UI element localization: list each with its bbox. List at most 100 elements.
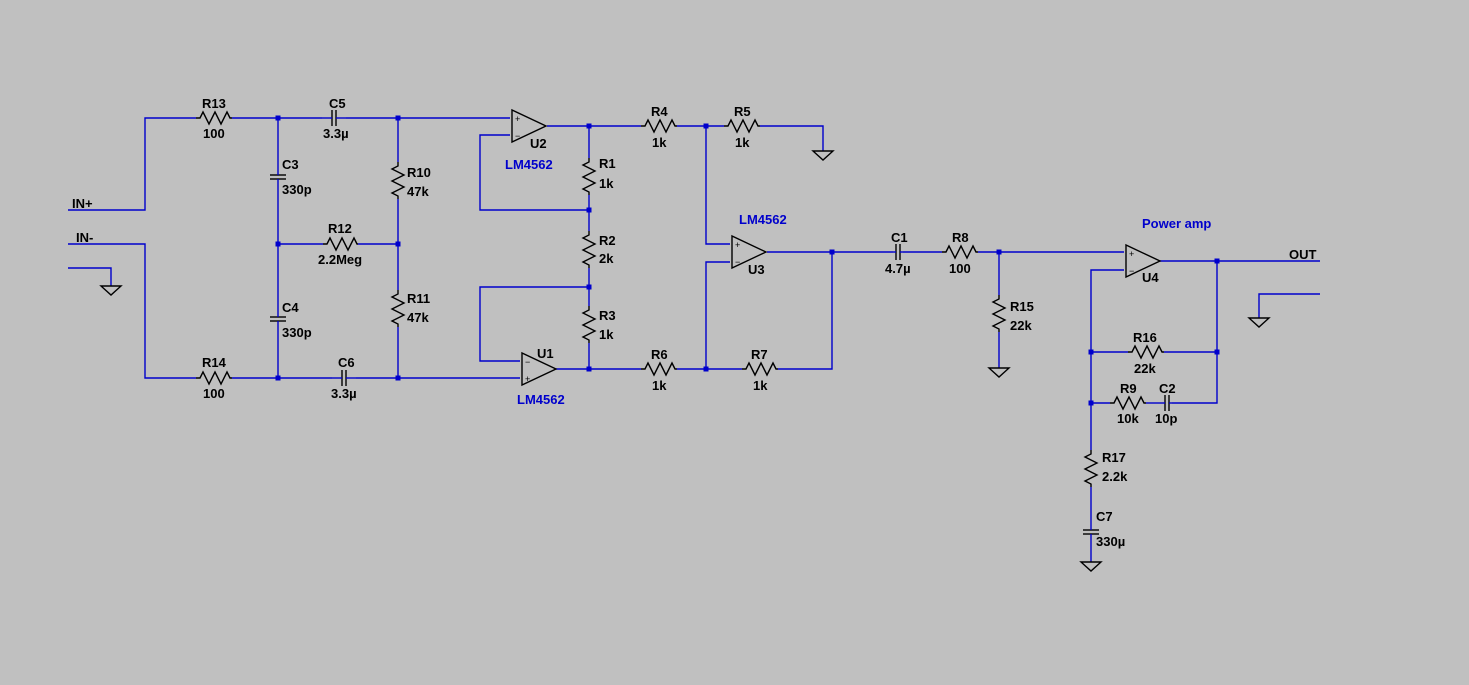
resistor-R11-icon xyxy=(390,290,406,327)
resistor-value: 2.2Meg xyxy=(318,252,362,267)
capacitor-ref: C5 xyxy=(329,96,346,111)
resistor-R1-icon xyxy=(581,158,597,195)
opamp-model: LM4562 xyxy=(739,212,787,227)
resistor-value: 1k xyxy=(652,135,667,150)
resistor-R6-icon xyxy=(641,361,677,377)
resistor-value: 100 xyxy=(203,386,225,401)
resistor-R9-icon xyxy=(1110,395,1146,411)
resistor-value: 1k xyxy=(753,378,768,393)
opamp-U2-icon: +− xyxy=(511,108,548,144)
svg-text:+: + xyxy=(735,240,740,250)
ground-icon xyxy=(99,285,123,296)
opamp-model: Power amp xyxy=(1142,216,1211,231)
resistor-R7-icon xyxy=(742,361,778,377)
resistor-value: 1k xyxy=(735,135,750,150)
resistor-R16-icon xyxy=(1128,344,1164,360)
svg-text:−: − xyxy=(735,257,740,267)
capacitor-value: 3.3µ xyxy=(323,126,349,141)
opamp-model: LM4562 xyxy=(505,157,553,172)
opamp-model: LM4562 xyxy=(517,392,565,407)
resistor-R14-icon xyxy=(196,370,232,386)
resistor-value: 2.2k xyxy=(1102,469,1128,484)
port-labels: IN+ IN- OUT xyxy=(72,196,1317,262)
svg-text:+: + xyxy=(515,114,520,124)
capacitor-C7-icon xyxy=(1083,527,1099,537)
capacitor-value: 330p xyxy=(282,325,312,340)
svg-text:−: − xyxy=(1129,266,1134,276)
opamp-symbols: +− −+ +− +− xyxy=(511,108,1162,387)
resistor-value: 100 xyxy=(203,126,225,141)
junction-dots xyxy=(275,115,1220,406)
resistor-R13-icon xyxy=(196,110,232,126)
port-out: OUT xyxy=(1289,247,1317,262)
opamp-U1-icon: −+ xyxy=(521,351,558,387)
resistor-ref: R2 xyxy=(599,233,616,248)
resistor-R3-icon xyxy=(581,306,597,343)
capacitor-C6-icon xyxy=(332,370,356,386)
resistor-ref: R12 xyxy=(328,221,352,236)
resistor-ref: R7 xyxy=(751,347,768,362)
capacitor-ref: C3 xyxy=(282,157,299,172)
capacitor-C2-icon xyxy=(1162,395,1172,411)
capacitor-value: 10p xyxy=(1155,411,1177,426)
resistor-ref: R11 xyxy=(407,291,430,306)
resistor-R15-icon xyxy=(991,295,1007,332)
capacitor-C1-icon xyxy=(893,244,903,260)
resistor-value: 47k xyxy=(407,184,429,199)
opamp-labels: U2 LM4562 U1 LM4562 U3 LM4562 U4 Power a… xyxy=(505,136,1211,407)
port-in-plus: IN+ xyxy=(72,196,93,211)
capacitor-value: 330µ xyxy=(1096,534,1125,549)
capacitor-ref: C2 xyxy=(1159,381,1176,396)
svg-text:+: + xyxy=(1129,249,1134,259)
svg-text:+: + xyxy=(525,374,530,384)
resistor-value: 1k xyxy=(599,176,614,191)
capacitor-value: 330p xyxy=(282,182,312,197)
resistor-ref: R8 xyxy=(952,230,969,245)
capacitor-C4-icon xyxy=(270,314,286,324)
resistor-value: 100 xyxy=(949,261,971,276)
svg-text:−: − xyxy=(515,131,520,141)
ground-icon xyxy=(1079,561,1103,572)
resistor-R12-icon xyxy=(323,236,358,252)
resistor-ref: R4 xyxy=(651,104,668,119)
resistor-value: 2k xyxy=(599,251,614,266)
opamp-ref: U1 xyxy=(537,346,554,361)
resistor-R17-icon xyxy=(1083,450,1099,487)
resistor-R5-icon xyxy=(724,118,760,134)
capacitor-C3-icon xyxy=(270,172,286,182)
capacitor-labels: C5 3.3µ C6 3.3µ C3 330p C4 330p C1 4.7µ … xyxy=(282,96,1177,549)
resistor-ref: R15 xyxy=(1010,299,1034,314)
capacitor-value: 4.7µ xyxy=(885,261,911,276)
resistor-value: 1k xyxy=(599,327,614,342)
opamp-ref: U2 xyxy=(530,136,547,151)
resistor-ref: R1 xyxy=(599,156,616,171)
svg-text:−: − xyxy=(525,357,530,367)
ground-icon xyxy=(811,150,835,161)
resistor-R2-icon xyxy=(581,231,597,268)
resistor-ref: R3 xyxy=(599,308,616,323)
resistor-value: 47k xyxy=(407,310,429,325)
capacitor-ref: C4 xyxy=(282,300,299,315)
capacitor-ref: C7 xyxy=(1096,509,1113,524)
resistor-R4-icon xyxy=(641,118,677,134)
capacitor-value: 3.3µ xyxy=(331,386,357,401)
resistor-value: 22k xyxy=(1134,361,1156,376)
capacitor-ref: C1 xyxy=(891,230,908,245)
resistor-R10-icon xyxy=(390,162,406,199)
capacitor-ref: C6 xyxy=(338,355,355,370)
port-in-minus: IN- xyxy=(76,230,93,245)
resistor-value: 1k xyxy=(652,378,667,393)
resistor-ref: R10 xyxy=(407,165,431,180)
ground-icon xyxy=(987,367,1011,378)
opamp-U3-icon: +− xyxy=(731,234,768,270)
resistor-ref: R6 xyxy=(651,347,668,362)
resistor-labels: R13 100 R14 100 R10 47k R11 47k R12 2.2M… xyxy=(202,96,1157,484)
resistor-symbols xyxy=(196,110,1164,487)
ground-icon xyxy=(1247,317,1271,328)
opamp-ref: U3 xyxy=(748,262,765,277)
capacitor-C5-icon xyxy=(322,110,346,126)
resistor-R8-icon xyxy=(942,244,978,260)
ground-symbols xyxy=(99,150,1271,572)
resistor-ref: R5 xyxy=(734,104,751,119)
